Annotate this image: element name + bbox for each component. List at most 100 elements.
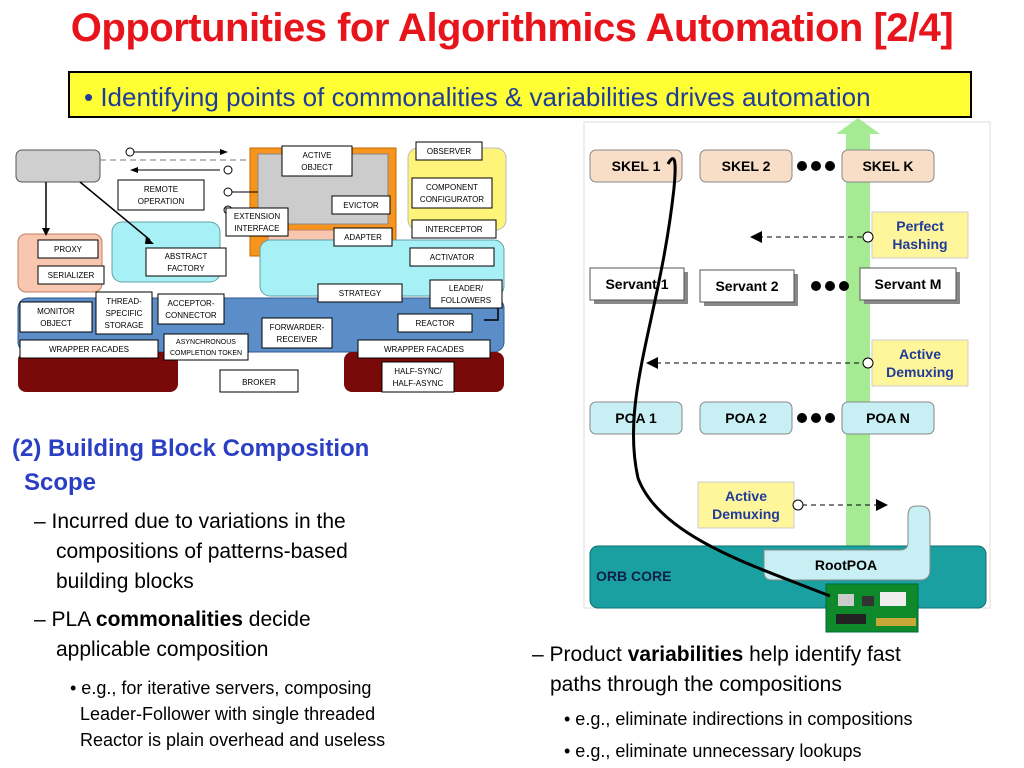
svg-text:Hashing: Hashing [892, 236, 947, 252]
box-thread-specific-storage: THREAD- SPECIFIC STORAGE [95, 291, 153, 335]
poa-n: POA N [841, 401, 935, 435]
servant-1: Servant 1 [589, 267, 688, 304]
svg-text:STRATEGY: STRATEGY [339, 289, 382, 298]
left-heading: (2) Building Block Composition [12, 435, 370, 462]
arrowhead [130, 167, 138, 173]
left-item2-post: decide [242, 608, 311, 631]
left-sub1-line1: • e.g., for iterative servers, composing [70, 678, 372, 698]
svg-text:FORWARDER-: FORWARDER- [270, 323, 325, 332]
arrowhead [42, 228, 50, 236]
box-monitor-object: MONITOR OBJECT [19, 301, 93, 333]
svg-text:EXTENSION: EXTENSION [234, 212, 280, 221]
box-evictor: EVICTOR [331, 195, 391, 215]
right-item-bold: variabilities [627, 643, 744, 666]
svg-text:STORAGE: STORAGE [105, 321, 144, 330]
label-perfect-hashing: Perfect Hashing [871, 211, 969, 259]
arrowhead [750, 231, 762, 243]
box-wrapper-facades-right: WRAPPER FACADES [357, 339, 491, 359]
box-strategy: STRATEGY [317, 283, 403, 303]
left-item1-line1: – Incurred due to variations in the [34, 510, 346, 533]
right-item-post: help identify fast [743, 643, 901, 666]
left-heading-cont: Scope [24, 469, 97, 496]
banner-bullet: • [84, 82, 101, 112]
arrowhead [145, 236, 154, 244]
svg-text:FACTORY: FACTORY [167, 264, 205, 273]
svg-text:WRAPPER FACADES: WRAPPER FACADES [384, 345, 464, 354]
left-item1-line3: building blocks [56, 570, 194, 593]
right-sub2: • e.g., eliminate unnecessary lookups [564, 741, 862, 761]
servant-m: Servant M [859, 267, 960, 304]
svg-text:EVICTOR: EVICTOR [343, 201, 379, 210]
box-forwarder-receiver: FORWARDER- RECEIVER [261, 317, 333, 349]
svg-text:RootPOA: RootPOA [815, 557, 877, 573]
skel-2: SKEL 2 [699, 149, 793, 183]
servant-2: Servant 2 [699, 269, 798, 306]
svg-text:ACCEPTOR-: ACCEPTOR- [168, 299, 215, 308]
svg-text:PROXY: PROXY [54, 245, 83, 254]
svg-text:Servant 1: Servant 1 [605, 276, 668, 292]
left-item1-line2: compositions of patterns-based [56, 540, 348, 563]
svg-text:Demuxing: Demuxing [886, 364, 954, 380]
svg-text:OBJECT: OBJECT [301, 163, 333, 172]
ellipsis-dots [811, 281, 849, 291]
socket-circle [862, 357, 874, 369]
svg-text:POA N: POA N [866, 410, 910, 426]
box-acceptor-connector: ACCEPTOR- CONNECTOR [157, 293, 225, 325]
ellipsis-dots [797, 413, 835, 423]
box-serializer: SERIALIZER [37, 265, 105, 285]
box-wrapper-facades-left: WRAPPER FACADES [19, 339, 159, 359]
box-proxy: PROXY [37, 239, 99, 259]
left-item2-line1: – PLA commonalities decide [34, 605, 311, 635]
svg-text:Servant M: Servant M [875, 276, 942, 292]
socket-circle [862, 231, 874, 243]
page-title: Opportunities for Algorithmics Automatio… [70, 6, 954, 50]
svg-text:POA 1: POA 1 [615, 410, 657, 426]
svg-text:CONFIGURATOR: CONFIGURATOR [420, 195, 484, 204]
svg-text:COMPLETION TOKEN: COMPLETION TOKEN [170, 350, 242, 357]
left-item2-line2: applicable composition [56, 638, 269, 661]
socket-circle [223, 165, 233, 175]
circuit-board-icon [825, 583, 919, 633]
svg-text:HALF-SYNC/: HALF-SYNC/ [394, 367, 442, 376]
svg-text:Servant 2: Servant 2 [715, 278, 778, 294]
box-broker: BROKER [219, 369, 299, 393]
svg-text:THREAD-: THREAD- [106, 297, 142, 306]
svg-text:HALF-ASYNC: HALF-ASYNC [393, 379, 444, 388]
banner-text: Identifying points of commonalities & va… [100, 82, 871, 112]
svg-text:COMPONENT: COMPONENT [426, 183, 478, 192]
poa-1: POA 1 [589, 401, 683, 435]
client-box [15, 149, 101, 183]
fast-path-curve [631, 157, 831, 598]
label-active-demuxing-1: Active Demuxing [871, 339, 969, 387]
left-item2-bold: commonalities [95, 608, 243, 631]
svg-text:OBSERVER: OBSERVER [427, 147, 472, 156]
box-reactor: REACTOR [397, 313, 473, 333]
svg-text:INTERCEPTOR: INTERCEPTOR [425, 225, 482, 234]
box-observer: OBSERVER [415, 141, 483, 161]
right-item-pre: – Product [532, 643, 628, 666]
svg-text:POA 2: POA 2 [725, 410, 767, 426]
svg-text:OBJECT: OBJECT [40, 319, 72, 328]
left-sub1-line3: Reactor is plain overhead and useless [80, 730, 386, 750]
svg-text:ADAPTER: ADAPTER [344, 233, 382, 242]
svg-text:ABSTRACT: ABSTRACT [165, 252, 208, 261]
svg-text:FOLLOWERS: FOLLOWERS [441, 296, 491, 305]
skel-k: SKEL K [841, 149, 935, 183]
label-active-demuxing-2: Active Demuxing [697, 481, 795, 529]
svg-text:SKEL 1: SKEL 1 [612, 158, 661, 174]
svg-text:SKEL 2: SKEL 2 [722, 158, 771, 174]
svg-text:SPECIFIC: SPECIFIC [106, 309, 143, 318]
svg-text:ACTIVE: ACTIVE [303, 151, 332, 160]
box-leader-followers: LEADER/ FOLLOWERS [429, 279, 503, 309]
svg-text:SERIALIZER: SERIALIZER [48, 271, 95, 280]
box-adapter: ADAPTER [333, 227, 393, 247]
arrowhead [220, 149, 228, 155]
svg-text:Perfect: Perfect [896, 218, 944, 234]
svg-text:SKEL K: SKEL K [862, 158, 913, 174]
box-interceptor: INTERCEPTOR [411, 219, 497, 239]
svg-text:RECEIVER: RECEIVER [277, 335, 318, 344]
pattern-diagram: ACTIVE OBJECT OBSERVER REMOTE OPERATION … [15, 141, 507, 393]
box-active-object: ACTIVE OBJECT [281, 145, 353, 177]
root-poa: RootPOA [763, 505, 931, 581]
svg-text:LEADER/: LEADER/ [449, 284, 484, 293]
